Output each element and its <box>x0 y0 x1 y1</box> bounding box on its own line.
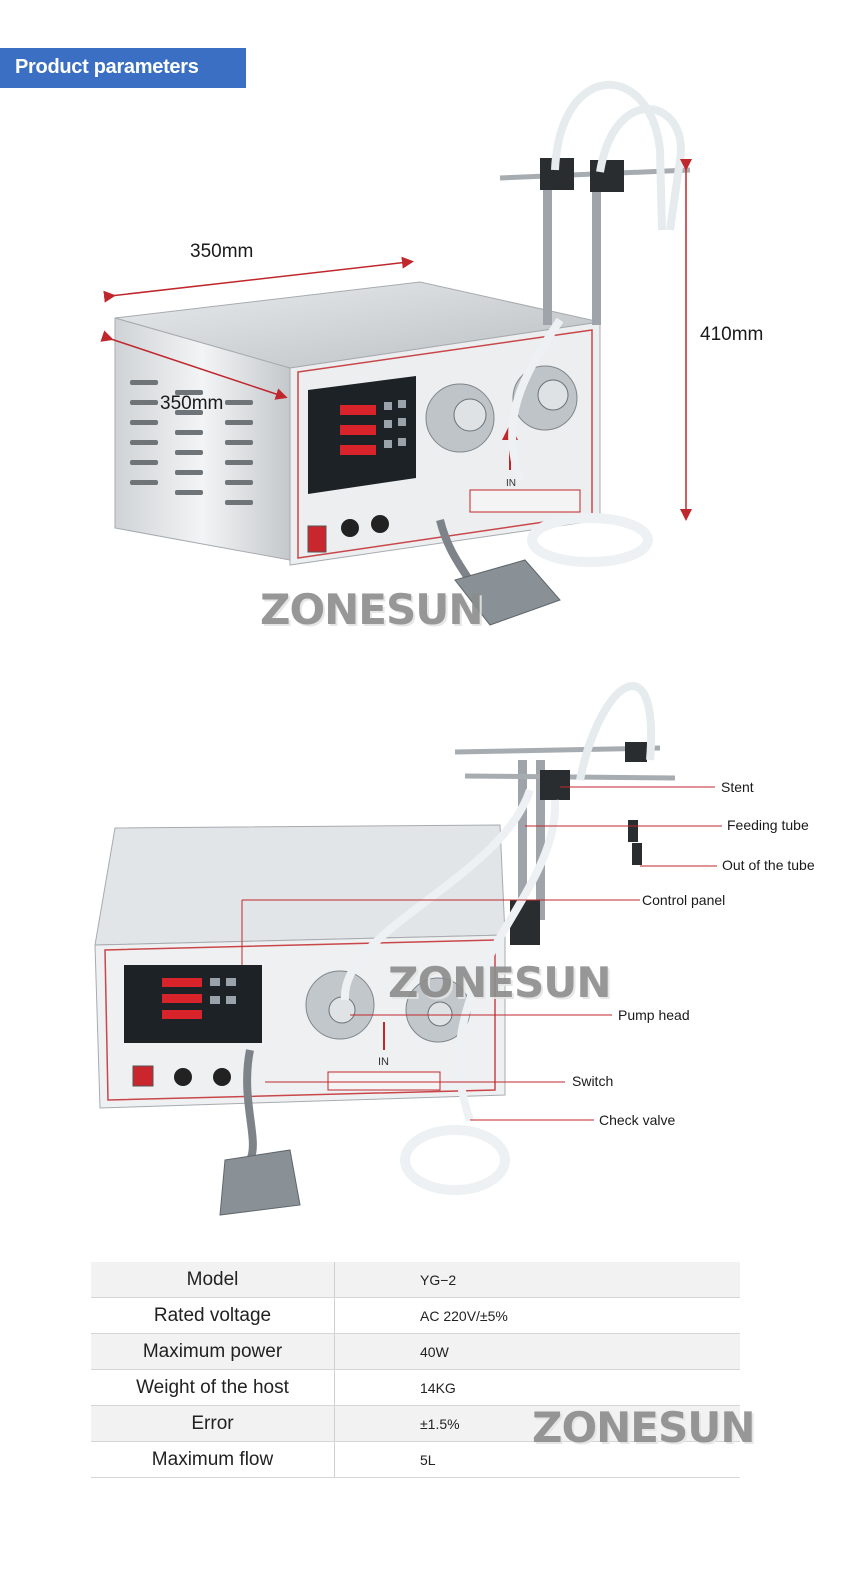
param-value: 14KG <box>334 1369 740 1406</box>
watermark-3: ZONESUN <box>532 1403 756 1452</box>
machine-photo-dimensions: IN <box>100 81 692 626</box>
param-key: Maximum flow <box>91 1441 335 1478</box>
label-control-panel: Control panel <box>642 892 726 908</box>
param-value: ±1.5% <box>334 1405 740 1442</box>
table-row: Model YG−2 <box>91 1262 740 1298</box>
watermark-2: ZONESUN <box>388 958 612 1007</box>
param-value: AC 220V/±5% <box>334 1297 740 1334</box>
label-pump-head: Pump head <box>618 1007 690 1023</box>
label-feeding-tube: Feeding tube <box>727 817 809 833</box>
machine-photo-parts: IN <box>94 682 722 1216</box>
table-row: Maximum power 40W <box>91 1333 740 1370</box>
label-switch: Switch <box>572 1073 614 1089</box>
in-label: IN <box>506 478 516 489</box>
label-out-of-tube: Out of the tube <box>722 857 815 873</box>
param-key: Model <box>91 1262 335 1298</box>
table-row: Error ±1.5% <box>91 1405 740 1442</box>
label-stent: Stent <box>721 779 754 795</box>
height-dimension: 410mm <box>700 324 764 345</box>
watermark-1: ZONESUN <box>260 585 484 634</box>
param-key: Weight of the host <box>91 1369 335 1406</box>
param-value: 5L <box>334 1441 740 1478</box>
parameters-table: Model YG−2 Rated voltage AC 220V/±5% Max… <box>91 1262 740 1478</box>
depth-dimension: 350mm <box>160 393 224 414</box>
param-key: Error <box>91 1405 335 1442</box>
table-row: Maximum flow 5L <box>91 1441 740 1478</box>
table-row: Weight of the host 14KG <box>91 1369 740 1406</box>
param-key: Rated voltage <box>91 1297 335 1334</box>
param-key: Maximum power <box>91 1333 335 1370</box>
param-value: YG−2 <box>334 1262 740 1298</box>
label-check-valve: Check valve <box>599 1112 676 1128</box>
table-row: Rated voltage AC 220V/±5% <box>91 1297 740 1334</box>
width-dimension: 350mm <box>190 241 254 262</box>
section-header: Product parameters <box>0 48 246 88</box>
param-value: 40W <box>334 1333 740 1370</box>
in-label-2: IN <box>378 1056 389 1068</box>
section-title: Product parameters <box>15 56 199 78</box>
